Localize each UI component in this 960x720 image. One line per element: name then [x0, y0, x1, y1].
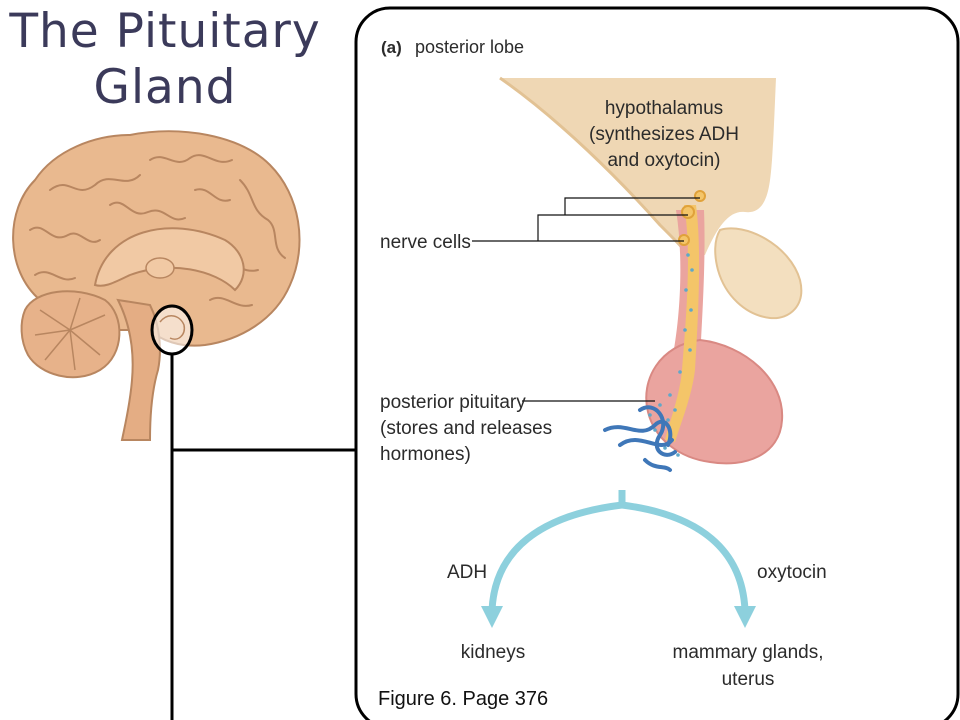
oxytocin-label: oxytocin — [757, 562, 827, 583]
brain-illustration — [12, 130, 301, 441]
hypothalamus-label-2: (synthesizes ADH — [589, 124, 739, 145]
panel-title: posterior lobe — [415, 37, 524, 57]
hypothalamus-label-1: hypothalamus — [605, 98, 723, 119]
nerve-cell-body-1 — [681, 205, 695, 219]
posterior-lobe-illustration — [499, 76, 803, 472]
connector-lines — [170, 354, 358, 720]
pituitary-miniature — [159, 315, 186, 340]
mammary-glands-label: mammary glands, — [673, 642, 824, 663]
uterus-label: uterus — [722, 669, 775, 690]
hormone-granules — [648, 253, 694, 457]
nerve-cell-body-2 — [694, 190, 706, 202]
hypothalamus-label-3: and oxytocin) — [607, 150, 720, 171]
thalamus — [145, 257, 175, 279]
posterior-pituitary-label-1: posterior pituitary — [380, 392, 526, 413]
figure-caption: Figure 6. Page 376 — [378, 688, 549, 710]
nerve-cells-label: nerve cells — [380, 232, 471, 253]
hormone-release-arrow — [481, 490, 756, 628]
adh-label: ADH — [447, 562, 487, 583]
kidneys-label: kidneys — [461, 642, 525, 663]
arrowhead-right — [734, 606, 756, 628]
nerve-tract — [665, 205, 700, 442]
blood-vessels — [603, 405, 677, 472]
slide-title-line-1: The Pituitary — [9, 4, 321, 59]
arrowhead-left — [481, 606, 503, 628]
corpus-callosum — [93, 227, 245, 292]
nerve-cell-body-3 — [678, 234, 690, 246]
leader-lines — [472, 197, 700, 402]
posterior-pituitary-label-3: hormones) — [380, 444, 471, 465]
pituitary-highlight-circle — [150, 304, 194, 356]
arrow-branch-right — [621, 501, 749, 611]
leader-nerve-mid — [537, 214, 688, 241]
hypothalamus-tissue — [500, 78, 776, 255]
brain-gyri — [29, 154, 286, 307]
leader-nerve-top — [564, 197, 700, 215]
cerebellum-folia — [34, 297, 106, 371]
anterior-lobe — [714, 227, 803, 320]
slide-title-line-2: Gland — [93, 60, 237, 115]
arrow-branch-left — [488, 501, 623, 611]
posterior-pituitary-label-2: (stores and releases — [380, 418, 552, 439]
slide-title: The Pituitary Gland — [0, 4, 330, 116]
panel-letter: (a) — [381, 38, 402, 57]
